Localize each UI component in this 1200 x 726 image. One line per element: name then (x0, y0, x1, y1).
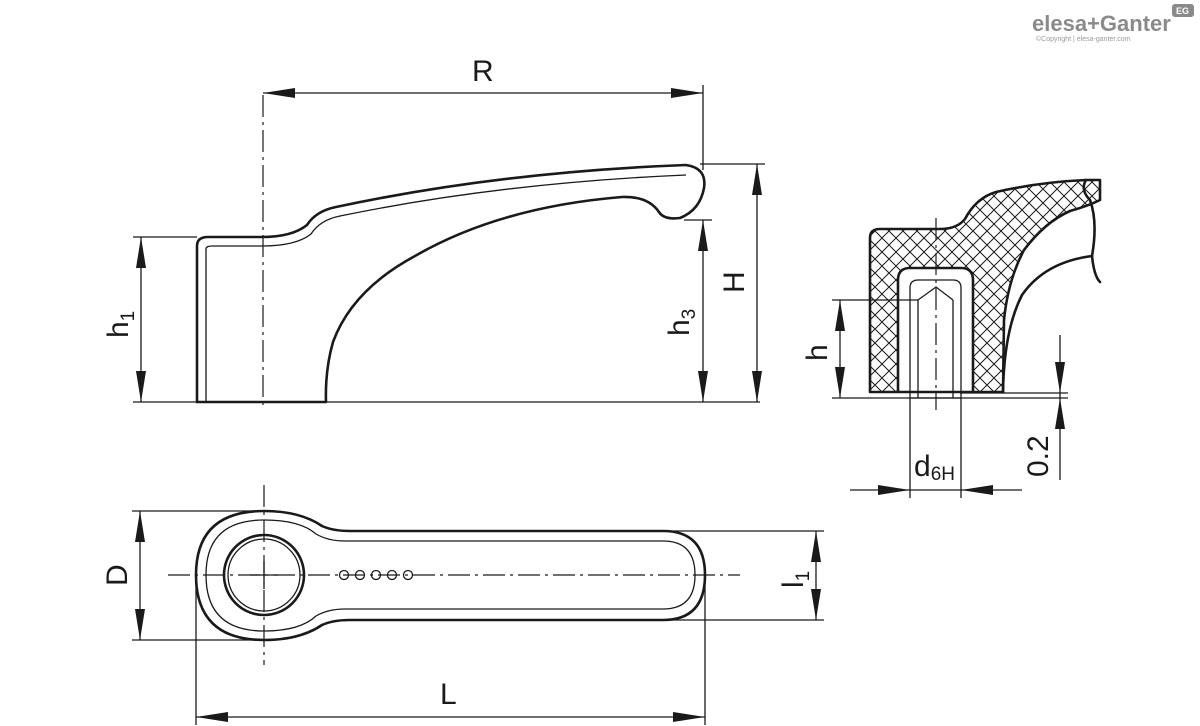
dim-h-arrow-bottom (835, 367, 845, 398)
label-clearance: 0.2 (1022, 435, 1055, 477)
logo-text: elesa+Ganter (1032, 11, 1171, 36)
section-break-line (1082, 178, 1102, 284)
lever-top-inner-outline (205, 519, 696, 632)
dim-d-arrow-left (878, 485, 910, 495)
section-bore-tip (917, 286, 954, 301)
dim-h-arrow-top (835, 300, 845, 331)
dim-h3-arrow-bottom (698, 371, 708, 402)
logo-badge-text: EG (1176, 6, 1189, 16)
dim-R-arrow-left (263, 88, 295, 98)
label-h: h (801, 344, 834, 361)
lever-inner-edge (205, 174, 687, 402)
dim-D-arrow-top (135, 511, 145, 542)
dim-d-arrow-right (961, 485, 993, 495)
side-view: R h1 h3 H (102, 55, 765, 408)
top-view: D l1 L (101, 485, 824, 725)
dim-h1-arrow-bottom (136, 371, 146, 402)
dim-D-arrow-bottom (135, 609, 145, 640)
dim-clearance-arrow-top (1055, 362, 1065, 393)
dim-L-arrow-right (673, 712, 705, 722)
label-l1: l1 (777, 571, 814, 588)
lever-side-outline (195, 163, 706, 404)
label-d6H: d6H (914, 450, 955, 485)
label-D: D (101, 564, 134, 586)
indicator-dot (402, 569, 414, 581)
dim-l1-arrow-top (811, 531, 821, 562)
dim-R-arrow-right (671, 88, 703, 98)
label-H: H (718, 271, 751, 293)
dim-clearance-arrow-bottom (1055, 398, 1065, 429)
brand-logo: elesa+Ganter EG ©Copyright | elesa-gante… (1032, 4, 1194, 43)
dim-h3-arrow-top (698, 220, 708, 251)
dim-l1-arrow-bottom (811, 589, 821, 620)
dim-h1-arrow-top (136, 237, 146, 268)
section-bore-outline (909, 279, 962, 399)
label-h3: h3 (663, 309, 700, 336)
section-view: h d6H 0.2 (801, 178, 1102, 498)
dim-H-arrow-bottom (752, 371, 762, 402)
logo-badge (1172, 4, 1194, 17)
logo-copyright: ©Copyright | elesa-ganter.com (1036, 35, 1131, 43)
section-arm-lower-edge (1001, 254, 1094, 394)
label-h1: h1 (102, 311, 139, 338)
dim-H-arrow-top (752, 164, 762, 195)
label-R: R (472, 55, 494, 88)
dim-L-arrow-left (196, 712, 228, 722)
label-L: L (440, 678, 457, 711)
section-hatched-body (868, 178, 1102, 394)
